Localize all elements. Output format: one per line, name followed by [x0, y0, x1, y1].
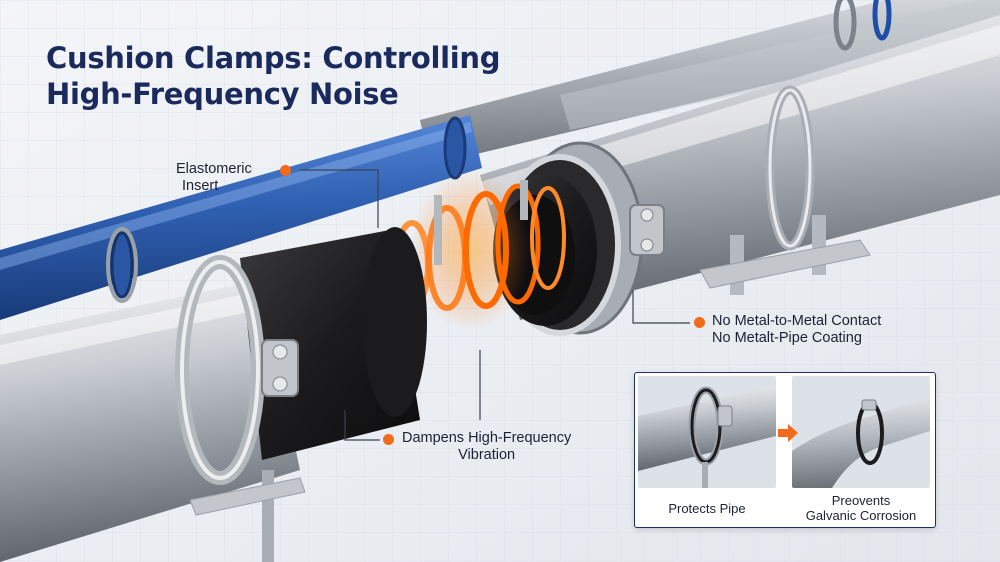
- inset-panel-protects: [638, 376, 776, 488]
- callout-elastomeric-line-1: Elastomeric: [176, 161, 252, 177]
- inset-right-caption-line-1: Preovents: [831, 493, 891, 508]
- callout-no-contact-line-1: No Metal-to-Metal Contact: [712, 313, 882, 329]
- elastomeric-marker-dot-icon: [280, 165, 291, 176]
- dampens-marker-dot-icon: [383, 434, 394, 445]
- callout-dampens-line-2: Vibration: [458, 447, 516, 463]
- title-line-2: High-Frequency Noise: [46, 77, 399, 111]
- inset-left-caption: Protects Pipe: [668, 501, 746, 516]
- callout-no-metal-contact: No Metal-to-Metal Contact No Metalt-Pipe…: [712, 313, 881, 347]
- protected-pipe-image: [638, 376, 776, 488]
- galvanic-protection-image: [792, 376, 930, 488]
- comparison-inset: Protects Pipe Preovents Galvanic Corrosi…: [634, 372, 936, 528]
- orange-right-arrow-icon: [778, 424, 798, 442]
- blue-pipe: [0, 115, 482, 320]
- callout-elastomeric-insert: Elastomeric Insert: [176, 161, 252, 195]
- callout-dampens-vibration: Dampens High-Frequency Vibration: [402, 430, 571, 464]
- callout-no-contact-line-2: No Metalt-Pipe Coating: [712, 330, 862, 346]
- inset-panel-prevents: [792, 376, 930, 488]
- title-line-1: Cushion Clamps: Controlling: [46, 41, 501, 75]
- no-contact-marker-dot-icon: [694, 317, 705, 328]
- callout-leader-lines: [300, 169, 690, 441]
- page-title: Cushion Clamps: Controlling High-Frequen…: [46, 40, 501, 112]
- main-pipe-left: [0, 227, 427, 562]
- callout-dampens-line-1: Dampens High-Frequency: [402, 430, 572, 446]
- callout-elastomeric-line-2: Insert: [182, 178, 219, 194]
- inset-right-caption-line-2: Galvanic Corrosion: [805, 508, 917, 523]
- rear-grey-pipe: [420, 0, 1000, 165]
- center-supports: [434, 180, 528, 265]
- inset-right-caption: Preovents Galvanic Corrosion: [792, 493, 930, 523]
